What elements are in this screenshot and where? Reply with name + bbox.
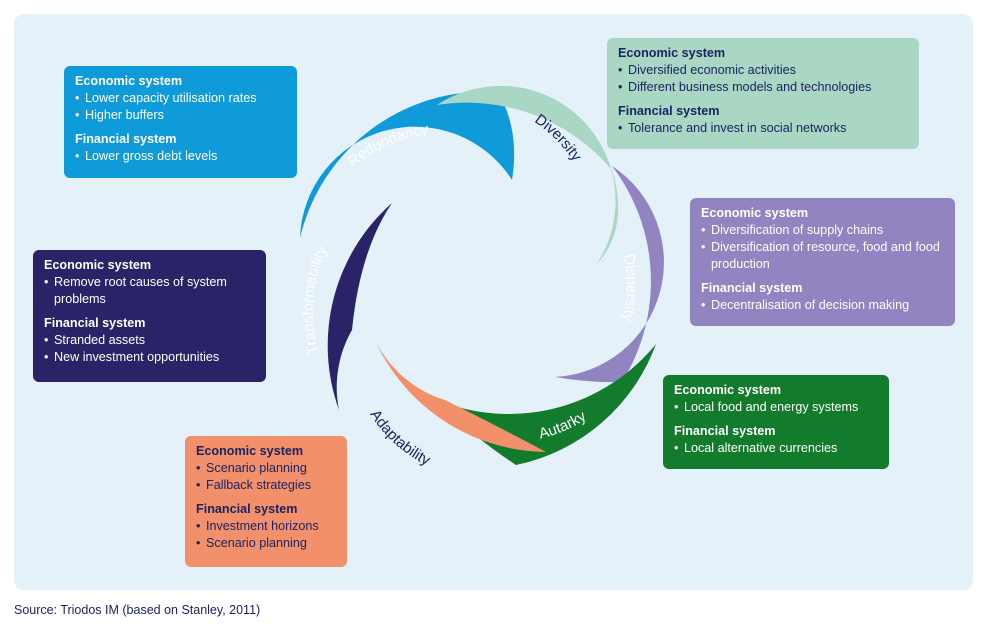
box-dispersity: Economic system Diversification of suppl… bbox=[690, 198, 955, 326]
adaptability-econ-title: Economic system bbox=[196, 444, 304, 458]
diversity-fin-title: Financial system bbox=[618, 104, 720, 118]
autarky-econ-title: Economic system bbox=[674, 383, 782, 397]
dispersity-fin-title: Financial system bbox=[701, 281, 803, 295]
adaptability-econ-item: Fallback strategies bbox=[196, 477, 337, 494]
segment-label-transformability: Transformability bbox=[300, 243, 331, 356]
dispersity-fin-item: Decentralisation of decision making bbox=[701, 297, 945, 314]
box-redundancy: Economic system Lower capacity utilisati… bbox=[64, 66, 297, 178]
dispersity-econ-title: Economic system bbox=[701, 206, 809, 220]
diversity-econ-title: Economic system bbox=[618, 46, 726, 60]
segment-transformability bbox=[327, 203, 392, 410]
adaptability-fin-title: Financial system bbox=[196, 502, 298, 516]
diversity-econ-item: Diversified economic activities bbox=[618, 62, 909, 79]
adaptability-fin-item: Investment horizons bbox=[196, 518, 337, 535]
diversity-fin-item: Tolerance and invest in social networks bbox=[618, 120, 909, 137]
segment-label-dispersity: Dispersity bbox=[619, 253, 640, 324]
adaptability-econ-item: Scenario planning bbox=[196, 460, 337, 477]
segment-redundancy bbox=[300, 91, 515, 238]
dispersity-econ-item: Diversification of resource, food and fo… bbox=[701, 239, 945, 273]
autarky-econ-item: Local food and energy systems bbox=[674, 399, 879, 416]
box-diversity: Economic system Diversified economic act… bbox=[607, 38, 919, 149]
redundancy-fin-item: Lower gross debt levels bbox=[75, 148, 287, 165]
redundancy-econ-item: Lower capacity utilisation rates bbox=[75, 90, 287, 107]
box-autarky: Economic system Local food and energy sy… bbox=[663, 375, 889, 469]
box-transformability: Economic system Remove root causes of sy… bbox=[33, 250, 266, 382]
redundancy-econ-item: Higher buffers bbox=[75, 107, 287, 124]
autarky-fin-title: Financial system bbox=[674, 424, 776, 438]
transformability-fin-item: Stranded assets bbox=[44, 332, 256, 349]
source-caption: Source: Triodos IM (based on Stanley, 20… bbox=[14, 603, 261, 617]
transformability-econ-title: Economic system bbox=[44, 258, 152, 272]
dispersity-econ-item: Diversification of supply chains bbox=[701, 222, 945, 239]
segment-label-adaptability: Adaptability bbox=[367, 407, 434, 470]
redundancy-fin-title: Financial system bbox=[75, 132, 177, 146]
autarky-fin-item: Local alternative currencies bbox=[674, 440, 879, 457]
transformability-fin-title: Financial system bbox=[44, 316, 146, 330]
segment-dispersity bbox=[555, 166, 664, 383]
diversity-econ-item: Different business models and technologi… bbox=[618, 79, 909, 96]
segment-adaptability bbox=[370, 328, 546, 452]
adaptability-fin-item: Scenario planning bbox=[196, 535, 337, 552]
box-adaptability: Economic system Scenario planning Fallba… bbox=[185, 436, 347, 567]
transformability-econ-item: Remove root causes of system problems bbox=[44, 274, 256, 308]
redundancy-econ-title: Economic system bbox=[75, 74, 183, 88]
segment-diversity bbox=[437, 85, 619, 265]
transformability-fin-item: New investment opportunities bbox=[44, 349, 256, 366]
